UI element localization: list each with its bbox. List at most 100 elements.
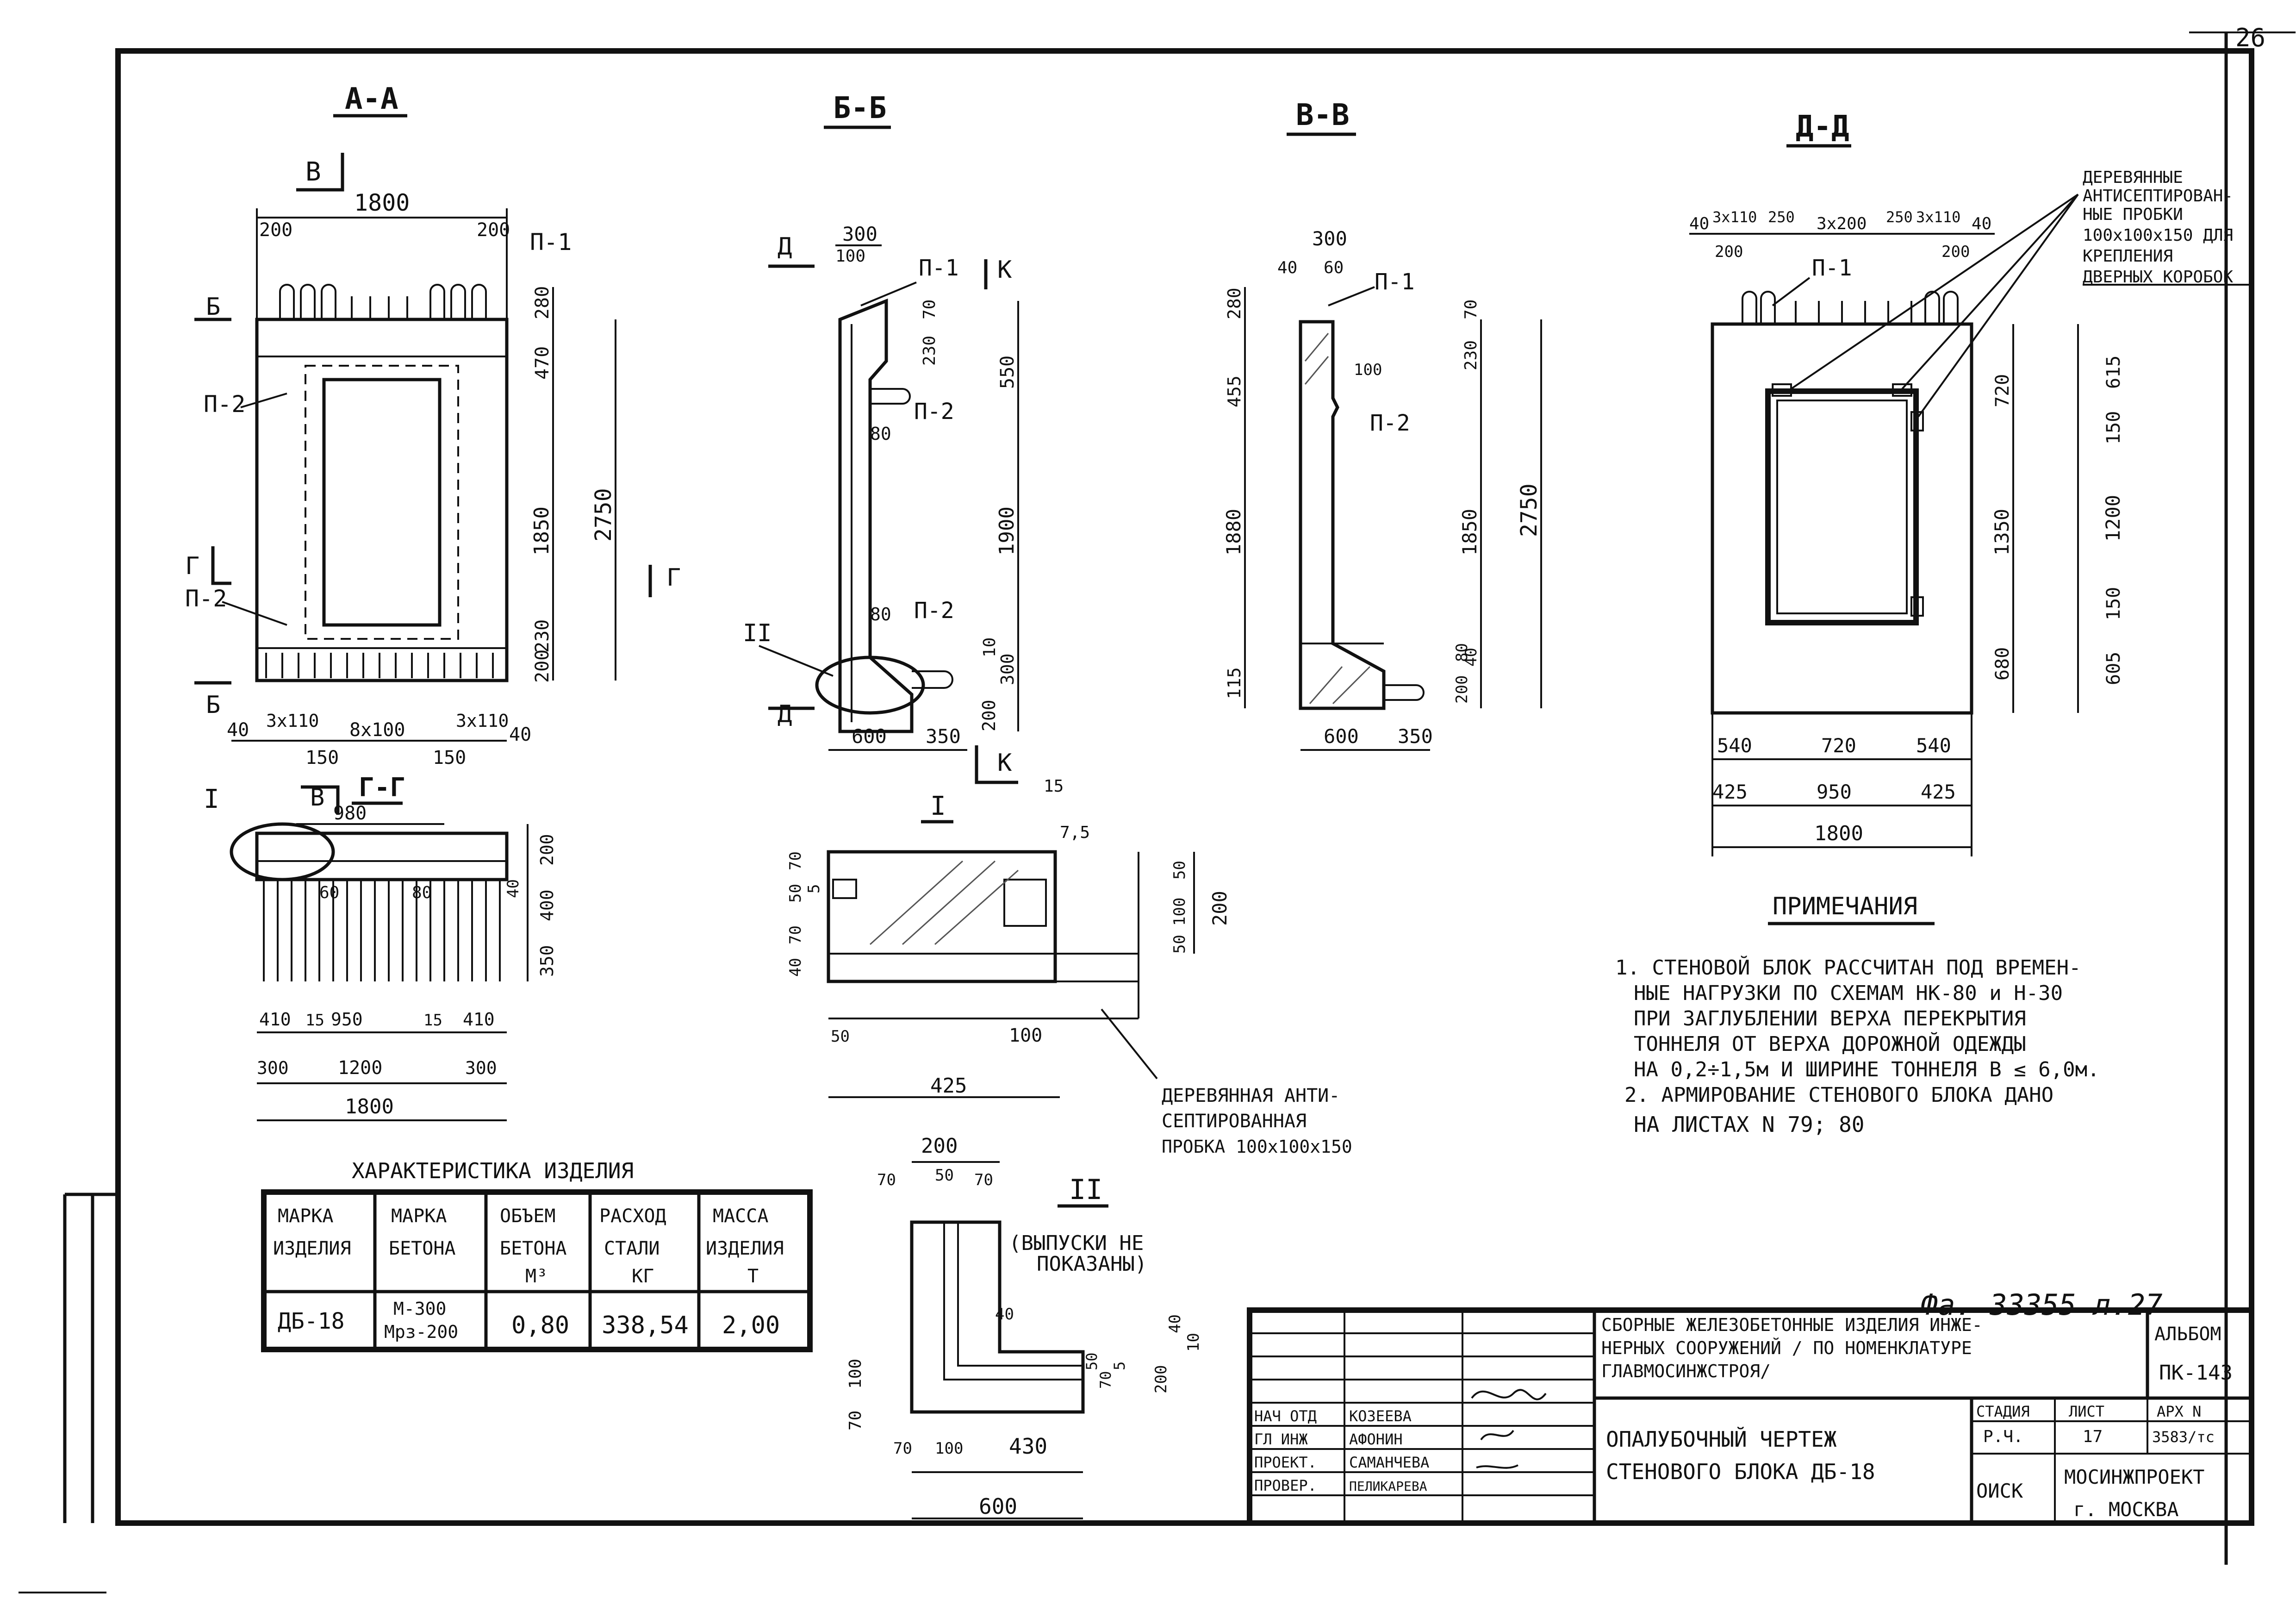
spec-steel: 338,54 — [602, 1312, 689, 1339]
svg-text:350: 350 — [1398, 725, 1433, 748]
svg-text:600: 600 — [852, 725, 887, 748]
org-city: г. МОСКВА — [2073, 1498, 2179, 1521]
svg-text:70: 70 — [920, 300, 939, 319]
svg-text:7,5: 7,5 — [1060, 823, 1090, 842]
notes-title: ПРИМЕЧАНИЯ — [1773, 893, 1917, 920]
svg-text:60: 60 — [319, 883, 339, 902]
node-ii-marker: II — [743, 619, 772, 647]
view-aa-title: А-А — [345, 82, 398, 116]
svg-text:200: 200 — [1941, 243, 1970, 261]
svg-text:550: 550 — [997, 356, 1018, 389]
svg-text:40: 40 — [786, 958, 805, 977]
node-two-detail: II (ВЫПУСКИ НЕ ПОКАЗАНЫ) 200 70 50 70 40… — [846, 1134, 1203, 1519]
cut-label-b-top: Б — [206, 293, 220, 321]
svg-text:230: 230 — [1462, 340, 1481, 370]
plug-note: ДЕРЕВЯННЫЕ АНТИСЕПТИРОВАН- НЫЕ ПРОБКИ 10… — [1790, 168, 2254, 418]
svg-text:3x110: 3x110 — [1916, 208, 1960, 226]
svg-text:80: 80 — [870, 424, 891, 444]
svg-text:40: 40 — [227, 719, 249, 741]
svg-text:80: 80 — [870, 604, 891, 625]
svg-text:1800: 1800 — [1814, 822, 1863, 845]
notes: ПРИМЕЧАНИЯ 1. СТЕНОВОЙ БЛОК РАССЧИТАН ПО… — [1615, 893, 2100, 1137]
svg-text:300: 300 — [257, 1058, 289, 1078]
svg-text:АФОНИН: АФОНИН — [1349, 1430, 1403, 1448]
svg-text:680: 680 — [1992, 647, 2013, 681]
album-code: ПК-143 — [2159, 1361, 2233, 1385]
svg-text:455: 455 — [1224, 375, 1244, 407]
svg-text:ДВЕРНЫХ КОРОБОК: ДВЕРНЫХ КОРОБОК — [2083, 268, 2233, 287]
svg-text:КОЗЕЕВА: КОЗЕЕВА — [1349, 1407, 1412, 1425]
node-one-detail: I 15 7,5 70 50 5 70 40 50 100 50 200 50 … — [786, 777, 1352, 1157]
svg-text:Р.Ч.: Р.Ч. — [1983, 1427, 2023, 1446]
svg-text:425: 425 — [1921, 781, 1956, 803]
svg-text:ЛИСТ: ЛИСТ — [2069, 1403, 2104, 1420]
svg-text:1900: 1900 — [995, 506, 1019, 556]
view-bb: Б-Б 300 100 Д К П-1 П-2 П-2 80 80 70 230… — [743, 91, 1019, 784]
svg-text:720: 720 — [1992, 374, 2013, 407]
svg-text:100: 100 — [1354, 361, 1382, 379]
svg-text:200: 200 — [921, 1134, 958, 1158]
node-i-marker: I — [204, 784, 219, 814]
note-line-7: НА ЛИСТАХ N 79; 80 — [1634, 1112, 1865, 1137]
sheet-number: 26 — [2235, 23, 2265, 52]
svg-text:950: 950 — [1817, 781, 1852, 803]
title-block: Фа. 33355 л.27 СБОРНЫЕ ЖЕЛЕЗОБЕТОННЫЕ ИЗ… — [1247, 1288, 2254, 1526]
svg-text:КРЕПЛЕНИЯ: КРЕПЛЕНИЯ — [2083, 247, 2173, 266]
cut-label-v: В — [305, 157, 321, 187]
svg-text:600: 600 — [979, 1494, 1017, 1519]
drawing-title-a: ОПАЛУБОЧНЫЙ ЧЕРТЕЖ — [1606, 1427, 1837, 1452]
view-vv: В-В 300 40 60 П-1 П-2 100 280 455 1880 1… — [1222, 98, 1542, 751]
svg-text:605: 605 — [2103, 652, 2124, 685]
svg-text:100x100x150 ДЛЯ: 100x100x150 ДЛЯ — [2083, 226, 2233, 245]
view-gg-title: Г-Г — [359, 773, 405, 803]
svg-text:МАССА: МАССА — [713, 1206, 768, 1227]
svg-text:400: 400 — [537, 889, 557, 921]
view-dd-title: Д-Д — [1796, 110, 1849, 144]
svg-text:1850: 1850 — [530, 506, 554, 556]
note-line-4: ТОННЕЛЯ ОТ ВЕРХА ДОРОЖНОЙ ОДЕЖДЫ — [1634, 1031, 2026, 1056]
svg-text:3x200: 3x200 — [1817, 214, 1867, 233]
svg-text:100: 100 — [935, 1439, 963, 1458]
svg-text:40: 40 — [504, 879, 523, 898]
svg-text:300: 300 — [1312, 227, 1347, 250]
cut-label-g-right: Г — [666, 564, 681, 592]
svg-text:50: 50 — [1083, 1352, 1101, 1370]
signature — [1471, 1389, 1547, 1469]
svg-text:ОБЪЕМ: ОБЪЕМ — [500, 1206, 555, 1227]
dept-code: ОИСК — [1976, 1480, 2023, 1502]
svg-text:50: 50 — [935, 1166, 954, 1185]
svg-text:3x110: 3x110 — [1712, 208, 1757, 226]
svg-text:40: 40 — [1166, 1314, 1184, 1333]
svg-text:СТАДИЯ: СТАДИЯ — [1976, 1403, 2030, 1420]
svg-text:250: 250 — [1768, 208, 1795, 226]
svg-text:150: 150 — [433, 747, 466, 768]
svg-text:ИЗДЕЛИЯ: ИЗДЕЛИЯ — [273, 1238, 351, 1259]
svg-text:430: 430 — [1009, 1434, 1047, 1459]
svg-text:Т: Т — [747, 1266, 759, 1287]
rebar-p2-bb: П-2 — [914, 399, 954, 425]
rebar-p2-vv: П-2 — [1370, 410, 1410, 436]
svg-text:230: 230 — [920, 336, 939, 366]
view-vv-title: В-В — [1296, 98, 1350, 132]
svg-text:СТАЛИ: СТАЛИ — [604, 1238, 660, 1259]
svg-text:300: 300 — [997, 653, 1018, 685]
rebar-p1-bb: П-1 — [919, 255, 959, 281]
svg-text:200: 200 — [537, 834, 557, 866]
rebar-p1-vv: П-1 — [1375, 269, 1415, 295]
svg-text:70: 70 — [846, 1411, 865, 1430]
svg-text:МАРКА: МАРКА — [278, 1206, 333, 1227]
svg-text:540: 540 — [1916, 734, 1951, 757]
svg-text:200: 200 — [1152, 1365, 1170, 1393]
plug-note-b: СЕПТИРОВАННАЯ — [1162, 1111, 1307, 1132]
archive-number: Фа. 33355 л.27 — [1921, 1288, 2163, 1322]
svg-text:СБОРНЫЕ ЖЕЛЕЗОБЕТОННЫЕ ИЗДЕЛИЯ: СБОРНЫЕ ЖЕЛЕЗОБЕТОННЫЕ ИЗДЕЛИЯ ИНЖЕ- — [1601, 1315, 1983, 1335]
cut-label-d-top: Д — [778, 233, 792, 261]
svg-text:САМАНЧЕВА: САМАНЧЕВА — [1349, 1454, 1429, 1471]
svg-text:ГЛ ИНЖ: ГЛ ИНЖ — [1254, 1430, 1308, 1448]
svg-text:615: 615 — [2103, 356, 2124, 389]
svg-text:950: 950 — [331, 1009, 363, 1030]
svg-text:8x100: 8x100 — [349, 719, 405, 741]
svg-text:50: 50 — [1170, 861, 1189, 880]
svg-text:15: 15 — [1044, 777, 1064, 796]
